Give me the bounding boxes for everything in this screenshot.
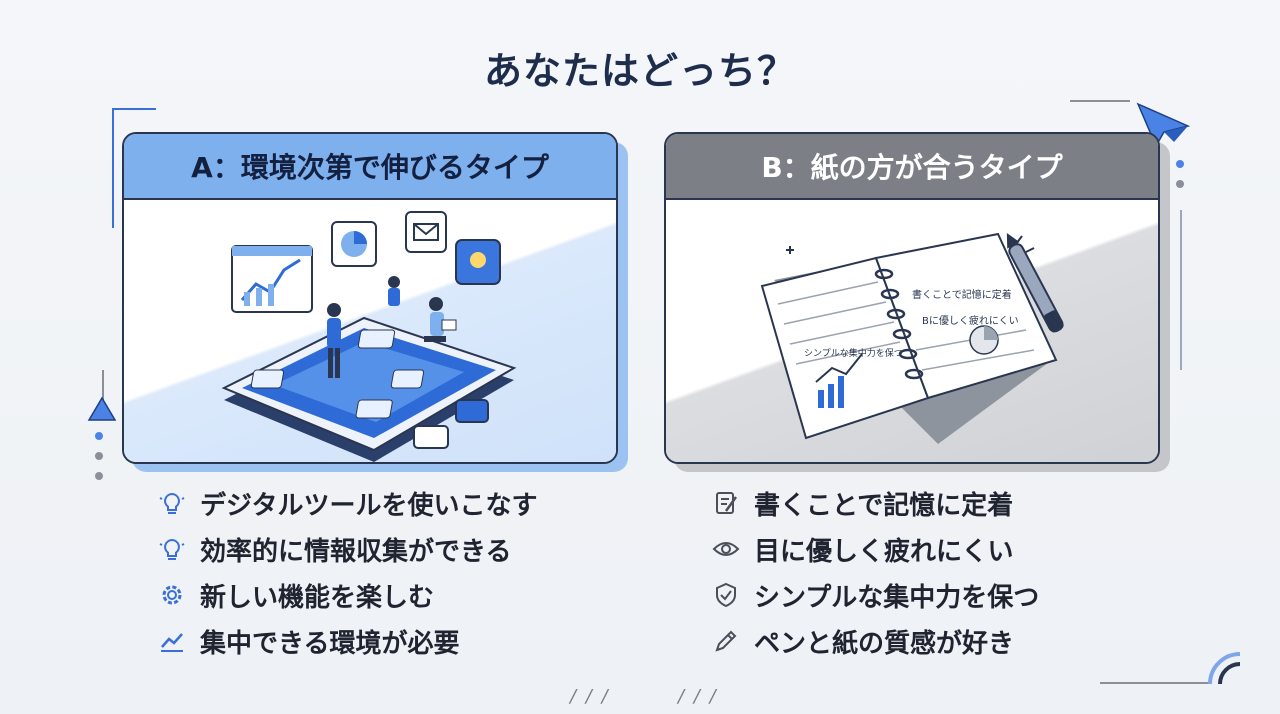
list-item-label: 新しい機能を楽しむ bbox=[200, 582, 435, 613]
gear-icon bbox=[162, 585, 182, 605]
memo-icon bbox=[716, 492, 738, 514]
decor-slashes: / / / bbox=[678, 686, 718, 707]
decor-line bbox=[112, 108, 114, 228]
decor-dot bbox=[1176, 180, 1184, 188]
list-item: 効率的に情報収集ができる bbox=[158, 526, 537, 572]
lightbulb-icon bbox=[159, 538, 185, 560]
notebook-illustration: 書くことで記憶に定着 Bに優しく疲れにくい シンプルな集中力を保つ bbox=[760, 232, 1064, 444]
decor-line bbox=[112, 108, 156, 110]
decor-dot bbox=[1176, 160, 1184, 168]
decor-line bbox=[1070, 100, 1130, 102]
tablet-illustration bbox=[221, 211, 517, 462]
list-item: ペンと紙の質感が好き bbox=[712, 618, 1039, 664]
triangle-deco-icon bbox=[87, 396, 117, 421]
list-item: 集中できる環境が必要 bbox=[158, 618, 537, 664]
option-b-card[interactable]: B：紙の方が合うタイプ 書くことで記憶に定着 Bに優しく疲れにくい シンプルな集… bbox=[664, 132, 1160, 464]
list-item: 書くことで記憶に定着 bbox=[712, 480, 1039, 526]
lightbulb-icon bbox=[159, 492, 185, 514]
list-item-label: デジタルツールを使いこなす bbox=[200, 490, 538, 521]
notebook-line-1: 書くことで記憶に定着 bbox=[912, 288, 1012, 301]
list-item-label: シンプルな集中力を保つ bbox=[754, 582, 1040, 613]
option-a-illustration bbox=[124, 200, 616, 462]
chart-icon bbox=[161, 633, 183, 652]
decor-dot bbox=[95, 472, 103, 480]
eye-icon bbox=[712, 542, 740, 556]
list-item-label: ペンと紙の質感が好き bbox=[754, 628, 1015, 659]
pen-icon bbox=[715, 630, 737, 652]
decor-dot bbox=[95, 432, 103, 440]
option-b-list: 書くことで記憶に定着 目に優しく疲れにくい シンプルな集中力を保つ ペンと紙の質… bbox=[712, 480, 1039, 664]
decor-dot bbox=[95, 452, 103, 460]
list-item-label: 効率的に情報収集ができる bbox=[200, 536, 512, 567]
list-item: シンプルな集中力を保つ bbox=[712, 572, 1039, 618]
option-a-list: デジタルツールを使いこなす 効率的に情報収集ができる 新しい機能を楽しむ 集中で… bbox=[158, 480, 537, 664]
list-item: 新しい機能を楽しむ bbox=[158, 572, 537, 618]
shield-check-icon bbox=[716, 582, 736, 608]
notebook-line-2: Bに優しく疲れにくい bbox=[922, 314, 1019, 327]
option-b-header: B：紙の方が合うタイプ bbox=[666, 134, 1158, 200]
list-item-label: 目に優しく疲れにくい bbox=[754, 536, 1014, 567]
page-title: あなたはどっち？ bbox=[483, 49, 796, 93]
decor-slashes: / / / bbox=[570, 686, 610, 707]
corner-arc-deco-icon bbox=[1208, 652, 1241, 685]
list-item-label: 書くことで記憶に定着 bbox=[754, 490, 1014, 521]
option-a-header: A：環境次第で伸びるタイプ bbox=[124, 134, 616, 200]
list-item-label: 集中できる環境が必要 bbox=[200, 628, 460, 659]
notebook-line-3: シンプルな集中力を保つ bbox=[804, 347, 903, 359]
list-item: デジタルツールを使いこなす bbox=[158, 480, 537, 526]
option-b-illustration: 書くことで記憶に定着 Bに優しく疲れにくい シンプルな集中力を保つ bbox=[666, 200, 1158, 462]
decor-line bbox=[1180, 210, 1182, 370]
list-item: 目に優しく疲れにくい bbox=[712, 526, 1039, 572]
option-a-card[interactable]: A：環境次第で伸びるタイプ bbox=[122, 132, 618, 464]
decor-line bbox=[102, 370, 104, 400]
decor-line bbox=[1100, 682, 1210, 684]
